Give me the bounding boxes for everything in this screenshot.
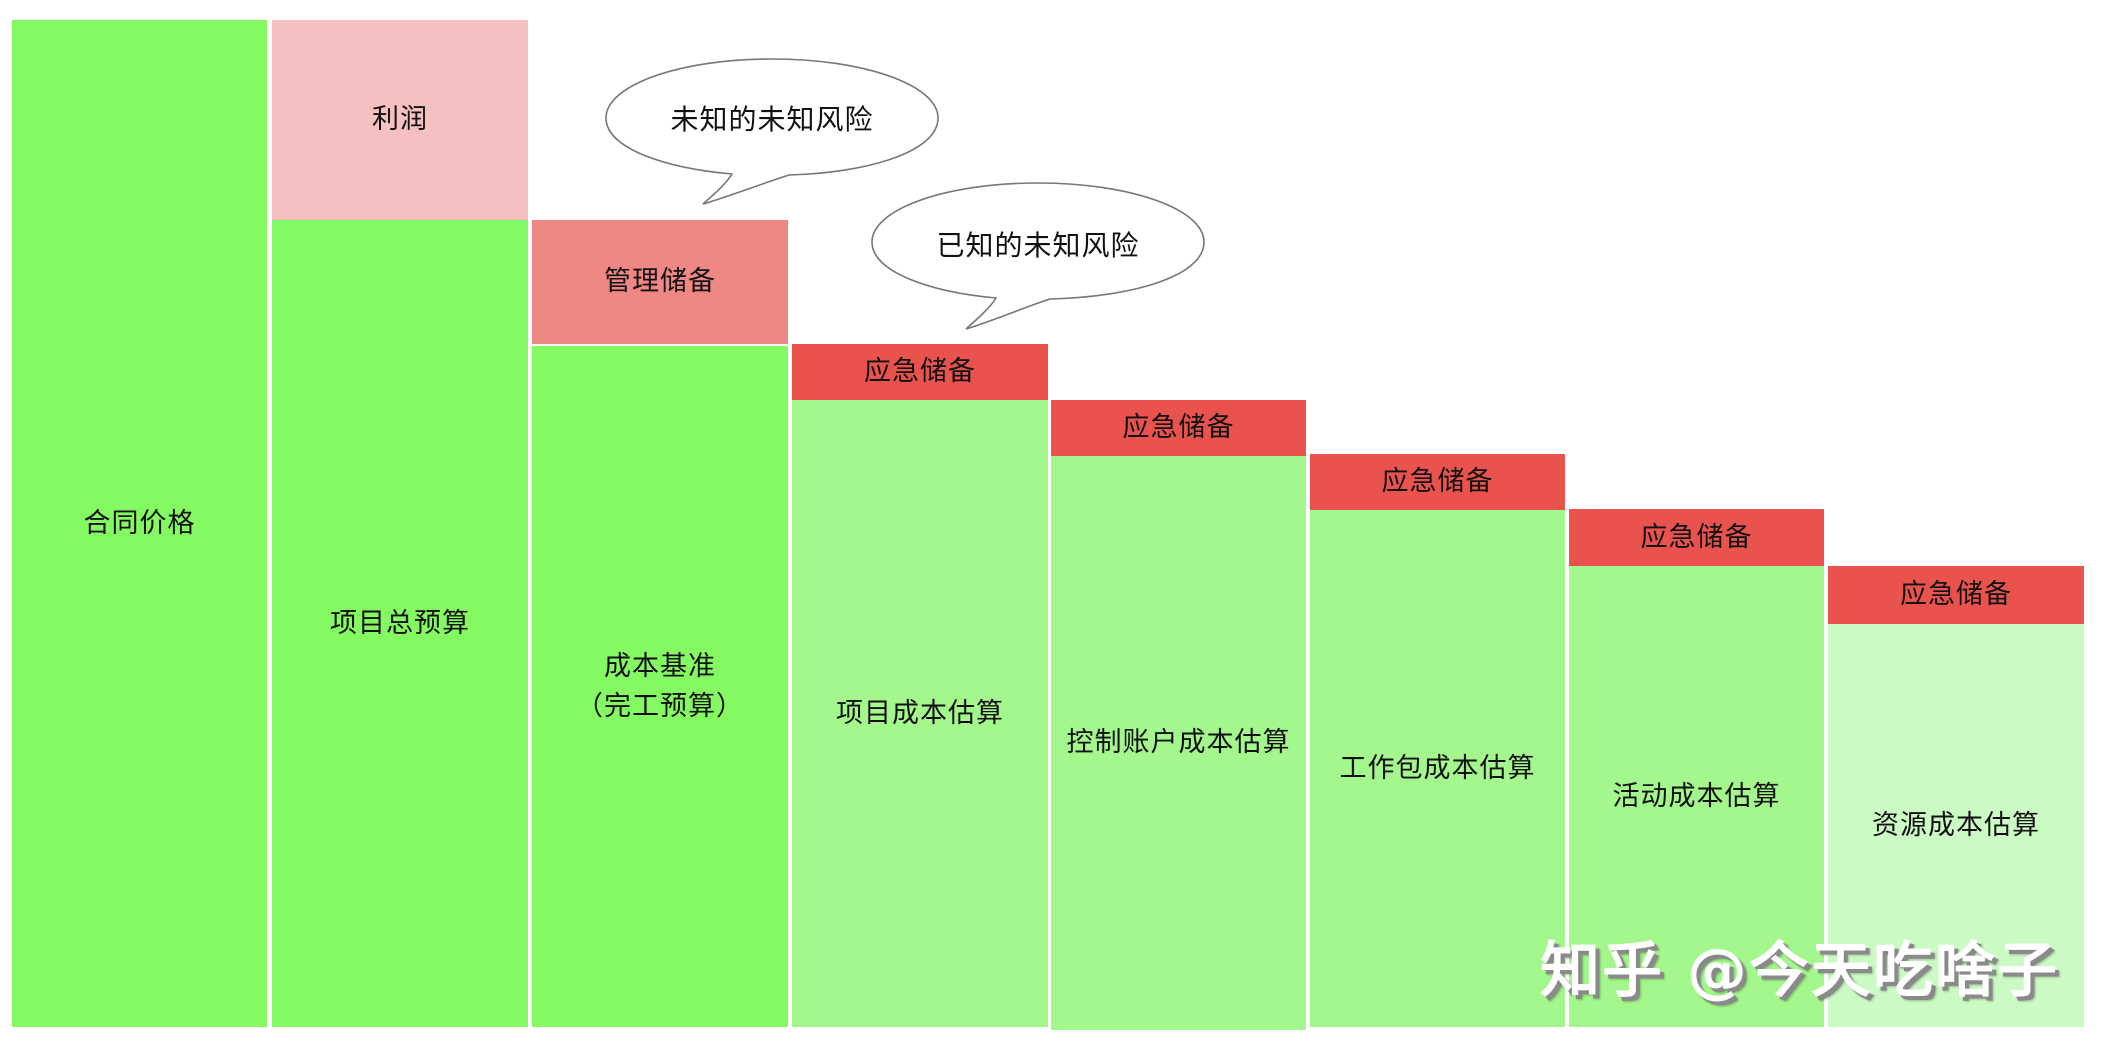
contingency-reserve-label: 应急储备 bbox=[1122, 412, 1235, 444]
activity-cost-estimate-label: 活动成本估算 bbox=[1612, 780, 1781, 812]
work-package-cost-estimate-label: 工作包成本估算 bbox=[1339, 752, 1536, 784]
known-unknowns-label: 已知的未知风险 bbox=[936, 229, 1140, 262]
total-project-budget-label: 项目总预算 bbox=[330, 607, 470, 639]
unknown-unknowns-bubble: 未知的未知风险 bbox=[604, 58, 940, 208]
known-unknowns-bubble: 已知的未知风险 bbox=[870, 182, 1206, 332]
speech-bubble-icon bbox=[871, 182, 1205, 330]
project-cost-estimate-block: 项目成本估算 bbox=[792, 400, 1048, 1027]
management-reserve-label: 管理储备 bbox=[604, 266, 716, 298]
bac-label: （完工预算） bbox=[576, 690, 744, 722]
project-cost-estimate-label: 项目成本估算 bbox=[836, 697, 1004, 729]
cost-baseline-block: 成本基准 （完工预算） bbox=[532, 346, 788, 1027]
contingency-reserve-label: 应急储备 bbox=[1381, 466, 1494, 498]
contingency-reserve-label: 应急储备 bbox=[864, 356, 976, 388]
management-reserve-block: 管理储备 bbox=[532, 220, 788, 344]
total-project-budget-block: 项目总预算 bbox=[272, 220, 528, 1027]
unknown-unknowns-label: 未知的未知风险 bbox=[670, 103, 874, 136]
contingency-reserve-block-5: 应急储备 bbox=[1828, 566, 2084, 624]
contingency-reserve-block-3: 应急储备 bbox=[1310, 454, 1565, 510]
control-account-cost-estimate-block: 控制账户成本估算 bbox=[1051, 456, 1306, 1030]
work-package-cost-estimate-block: 工作包成本估算 bbox=[1310, 510, 1565, 1027]
control-account-cost-estimate-label: 控制账户成本估算 bbox=[1066, 727, 1291, 759]
contingency-reserve-block-2: 应急储备 bbox=[1051, 400, 1306, 456]
contingency-reserve-block-1: 应急储备 bbox=[792, 344, 1048, 400]
resource-cost-estimate-label: 资源成本估算 bbox=[1872, 809, 2040, 841]
cost-baseline-label: 成本基准 bbox=[604, 651, 716, 683]
contingency-reserve-label: 应急储备 bbox=[1900, 579, 2012, 611]
watermark: 知乎 @今天吃啥子 bbox=[1540, 936, 2059, 1006]
contingency-reserve-block-4: 应急储备 bbox=[1569, 509, 1824, 566]
contract-price-label: 合同价格 bbox=[83, 507, 196, 539]
activity-cost-estimate-block: 活动成本估算 bbox=[1569, 566, 1824, 1027]
contingency-reserve-label: 应急储备 bbox=[1640, 521, 1753, 553]
speech-bubble-icon bbox=[605, 58, 939, 205]
profit-block: 利润 bbox=[272, 20, 528, 220]
resource-cost-estimate-block: 资源成本估算 bbox=[1828, 624, 2084, 1027]
contract-price-block: 合同价格 bbox=[12, 20, 267, 1027]
profit-label: 利润 bbox=[372, 104, 428, 136]
